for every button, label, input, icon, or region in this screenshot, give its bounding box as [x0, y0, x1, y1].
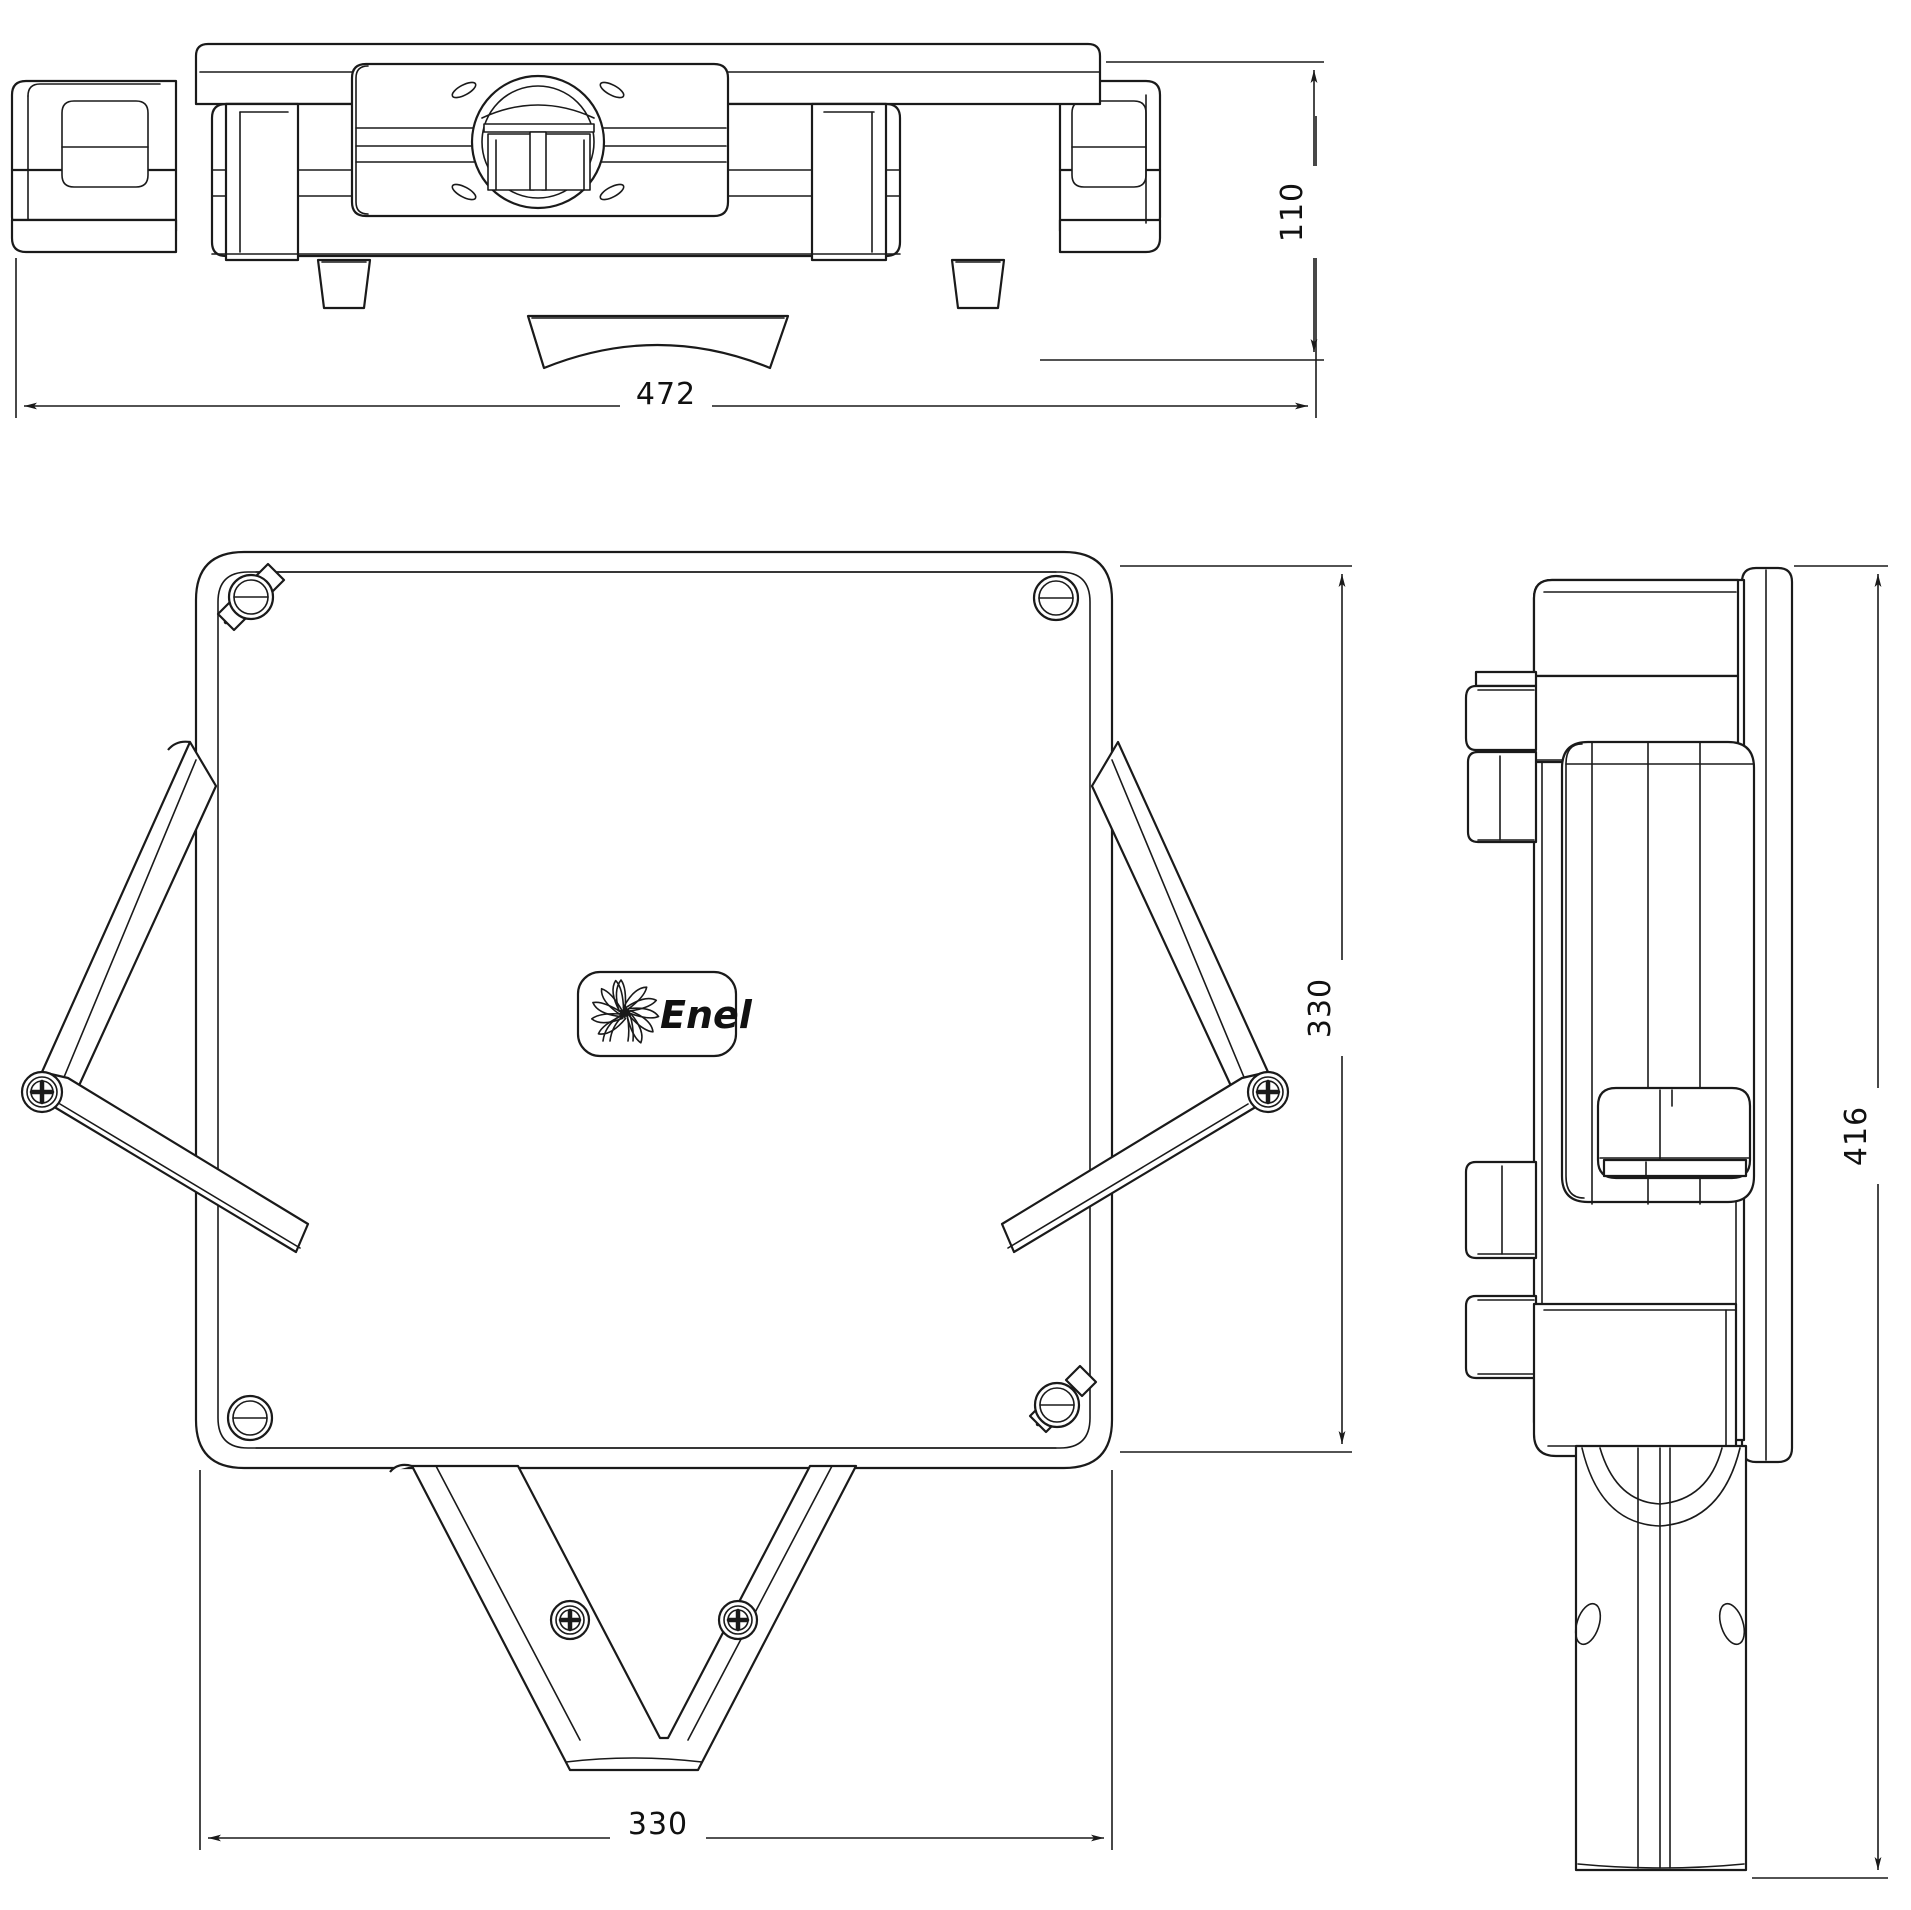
enel-sunburst-icon — [590, 979, 660, 1044]
front-view-bottom-bracket — [389, 1463, 858, 1772]
front-view-left-bracket — [20, 740, 310, 1254]
enel-logo-text: Enel — [660, 993, 753, 1037]
front-view-inner-cover-line — [217, 571, 1091, 1449]
dimension-416-label: 416 — [1839, 1106, 1874, 1166]
side-view-left-lugs — [1464, 670, 1538, 1380]
dimension-110: 110 — [1040, 61, 1324, 361]
top-view-feet — [316, 258, 1006, 370]
dimension-472-label: 472 — [636, 377, 696, 412]
bracket-screw-right — [717, 1599, 759, 1641]
corner-screw-top-left — [216, 562, 286, 632]
dimension-330-horizontal-label: 330 — [628, 1807, 688, 1842]
front-view: Enel 330 330 — [20, 550, 1352, 1850]
top-view-left-lug — [10, 79, 178, 254]
top-view-lock-panel — [350, 62, 730, 218]
corner-screw-bottom-right — [1028, 1364, 1098, 1434]
corner-screw-top-right — [1032, 574, 1080, 622]
dimension-472: 472 — [15, 116, 1317, 418]
side-view-window — [1560, 740, 1756, 1205]
front-view-right-bracket — [1000, 740, 1290, 1254]
corner-screw-bottom-left — [226, 1394, 274, 1442]
dimension-110-label: 110 — [1275, 182, 1310, 242]
side-view: 416 — [1464, 565, 1888, 1879]
top-view-right-lug — [1058, 79, 1162, 254]
bracket-screw-left — [549, 1599, 591, 1641]
dimension-416: 416 — [1752, 565, 1888, 1879]
side-view-lower-skirt — [1532, 1302, 1738, 1458]
top-view: 472 110 — [10, 42, 1324, 418]
dimension-330-horizontal: 330 — [199, 1470, 1113, 1850]
enel-logo: Enel — [576, 970, 753, 1058]
dimension-330-vertical: 330 — [1120, 565, 1352, 1453]
dimension-330-vertical-label: 330 — [1303, 978, 1338, 1038]
side-view-pole — [1574, 1444, 1748, 1872]
